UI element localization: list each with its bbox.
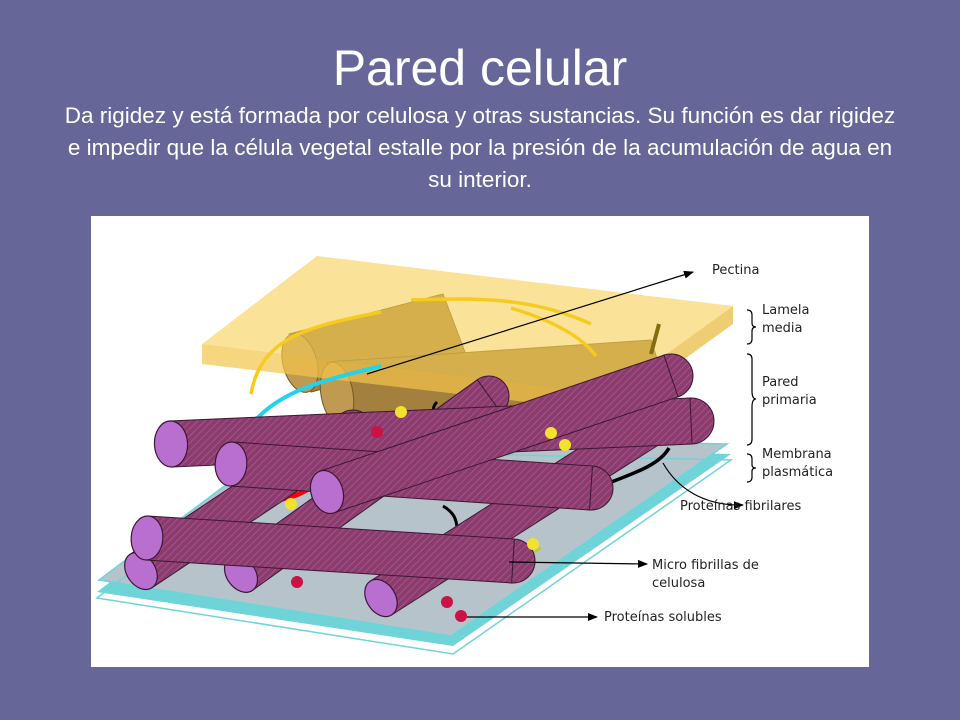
- cellulose-microfibrils: [124, 353, 715, 618]
- label-proteinas-fibrilares: Proteínas fibrilares: [680, 499, 802, 514]
- label-leader-lines: [366, 270, 744, 621]
- label-braces: [746, 309, 757, 483]
- label-pectina: Pectina: [712, 263, 760, 278]
- label-micro-fibrillas: Micro fibrillas de celulosa: [652, 558, 759, 591]
- diagram-canvas: [95, 256, 757, 655]
- label-membrana-plasmatica: Membrana plasmática: [762, 447, 834, 480]
- label-proteinas-solubles: Proteínas solubles: [604, 610, 722, 625]
- label-lamela-media: Lamela media: [762, 303, 810, 336]
- pectin-fibers: [249, 297, 661, 395]
- microfibril-6: [309, 353, 694, 515]
- label-pared-primaria: Pared primaria: [762, 375, 817, 408]
- slide-title: Pared celular: [332, 40, 628, 96]
- cell-wall-diagram: Pectina Lamela media Pared primaria Memb…: [91, 216, 869, 667]
- slide-description: Da rigidez y está formada por celulosa y…: [64, 103, 896, 192]
- soluble-proteins: [291, 426, 467, 622]
- microfibril-7: [130, 515, 536, 584]
- yellow-particles: [285, 406, 571, 550]
